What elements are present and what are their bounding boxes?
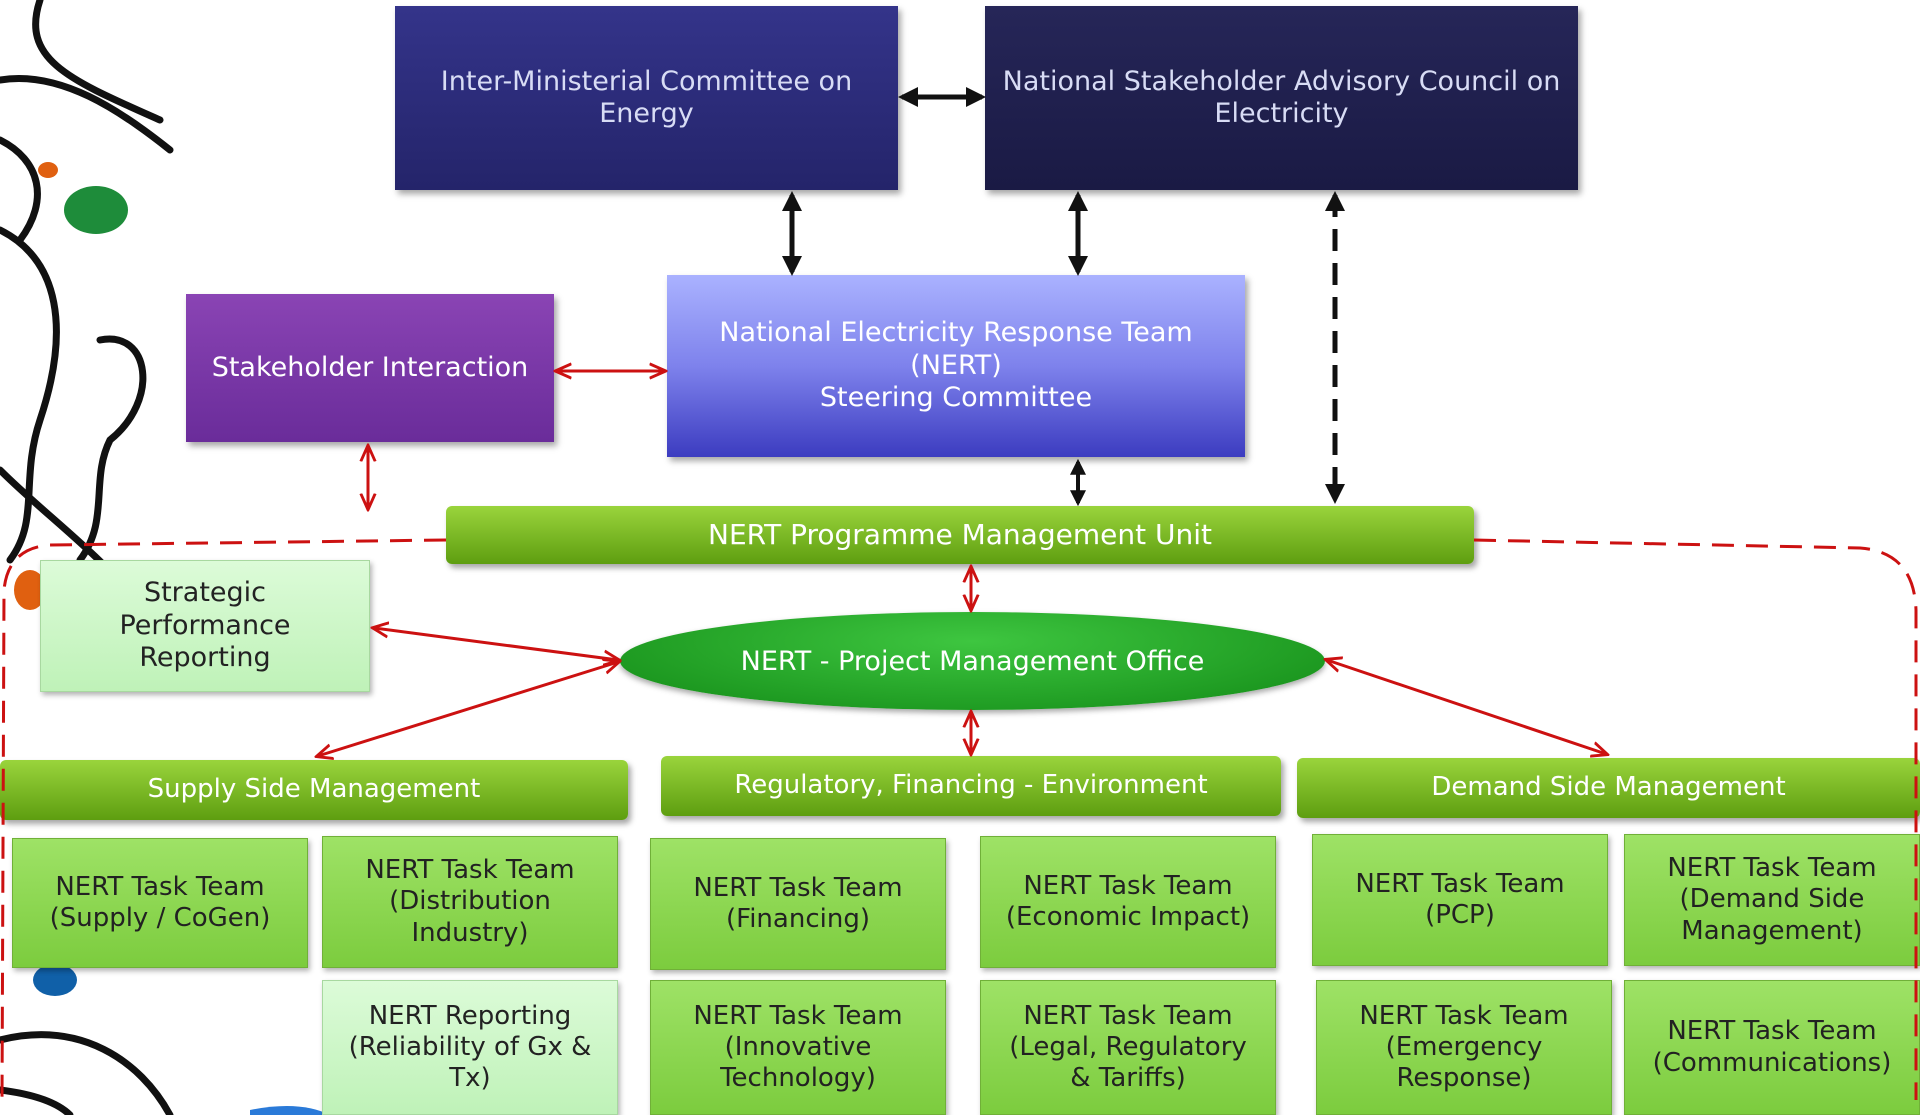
task-team-communications-label: NERT Task Team (Communications): [1652, 1016, 1892, 1078]
task-team-financing-label: NERT Task Team (Financing): [693, 872, 903, 934]
task-team-emergency-response: NERT Task Team (Emergency Response): [1316, 980, 1612, 1115]
imce-label: Inter-Ministerial Committee on Energy: [440, 65, 853, 129]
task-team-financing: NERT Task Team (Financing): [650, 838, 946, 970]
task-team-pcp: NERT Task Team (PCP): [1312, 834, 1608, 966]
demand-side-management-label: Demand Side Management: [1431, 772, 1786, 803]
stakeholder-interaction-box: Stakeholder Interaction: [186, 294, 554, 442]
project-management-office-label: NERT - Project Management Office: [740, 645, 1205, 677]
programme-management-unit-label: NERT Programme Management Unit: [708, 518, 1212, 552]
regulatory-financing-environment-bar: Regulatory, Financing - Environment: [661, 756, 1281, 816]
nert-reporting-reliability-label: NERT Reporting (Reliability of Gx & Tx): [348, 1000, 592, 1094]
task-team-demand-side-management-label: NERT Task Team (Demand Side Management): [1667, 853, 1877, 946]
task-team-economic-impact: NERT Task Team (Economic Impact): [980, 836, 1276, 968]
task-team-supply-cogen-label: NERT Task Team (Supply / CoGen): [49, 871, 271, 933]
task-team-demand-side-management: NERT Task Team (Demand Side Management): [1624, 834, 1920, 966]
task-team-supply-cogen: NERT Task Team (Supply / CoGen): [12, 838, 308, 968]
strategic-performance-reporting-box: Strategic Performance Reporting: [40, 560, 370, 692]
stakeholder-interaction-label: Stakeholder Interaction: [211, 351, 529, 383]
nsace-box: National Stakeholder Advisory Council on…: [985, 6, 1578, 190]
task-team-communications: NERT Task Team (Communications): [1624, 980, 1920, 1115]
nert-reporting-reliability: NERT Reporting (Reliability of Gx & Tx): [322, 980, 618, 1115]
nert-steering-committee-label: National Electricity Response Team (NERT…: [719, 317, 1193, 414]
task-team-distribution-industry: NERT Task Team (Distribution Industry): [322, 836, 618, 968]
strategic-performance-reporting-label: Strategic Performance Reporting: [119, 577, 291, 674]
supply-side-management-bar: Supply Side Management: [0, 760, 628, 820]
nsace-label: National Stakeholder Advisory Council on…: [1002, 65, 1561, 129]
task-team-emergency-response-label: NERT Task Team (Emergency Response): [1359, 1000, 1569, 1094]
demand-side-management-bar: Demand Side Management: [1297, 758, 1920, 818]
task-team-legal-regulatory-tariffs: NERT Task Team (Legal, Regulatory & Tari…: [980, 980, 1276, 1115]
task-team-economic-impact-label: NERT Task Team (Economic Impact): [1005, 870, 1251, 932]
project-management-office-oval: NERT - Project Management Office: [620, 612, 1325, 710]
task-team-distribution-industry-label: NERT Task Team (Distribution Industry): [365, 855, 575, 948]
nert-steering-committee-box: National Electricity Response Team (NERT…: [667, 275, 1245, 457]
task-team-pcp-label: NERT Task Team (PCP): [1355, 868, 1565, 930]
imce-box: Inter-Ministerial Committee on Energy: [395, 6, 898, 190]
programme-management-unit-bar: NERT Programme Management Unit: [446, 506, 1474, 564]
task-team-innovative-technology: NERT Task Team (Innovative Technology): [650, 980, 946, 1115]
task-team-innovative-technology-label: NERT Task Team (Innovative Technology): [693, 1000, 903, 1094]
regulatory-financing-environment-label: Regulatory, Financing - Environment: [734, 770, 1208, 801]
supply-side-management-label: Supply Side Management: [147, 774, 481, 805]
task-team-legal-regulatory-tariffs-label: NERT Task Team (Legal, Regulatory & Tari…: [1009, 1000, 1247, 1094]
